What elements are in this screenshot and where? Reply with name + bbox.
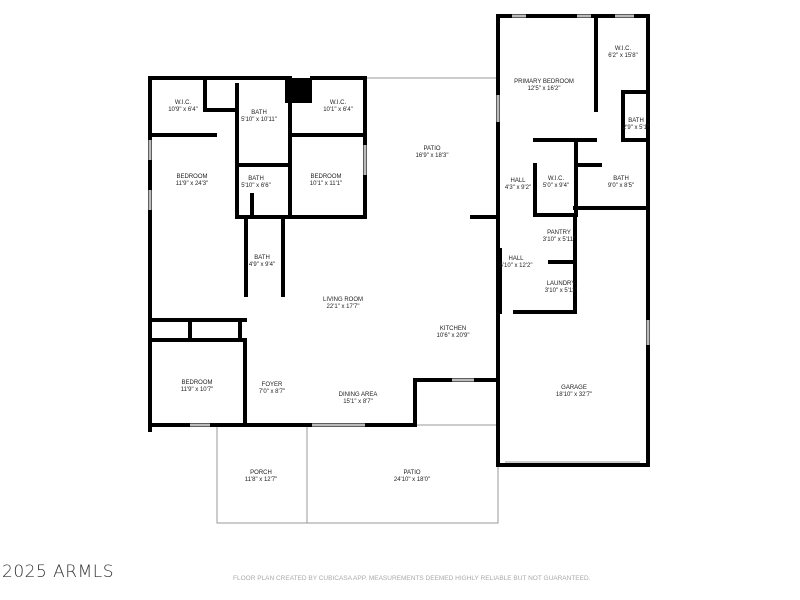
room-dim: 5'0" x 9'4": [543, 183, 569, 189]
room-dim: 9'0" x 8'5": [608, 183, 634, 189]
room-dim: 11'8" x 12'7": [245, 477, 277, 483]
room-name: BATH: [613, 176, 629, 182]
room-dim: 2'9" x 5'1": [623, 125, 649, 131]
room-dim: 4'3" x 9'2": [505, 185, 531, 191]
room-name: BATH: [254, 255, 270, 261]
room-name: PATIO: [403, 470, 420, 476]
room-dim: 5'10" x 6'6": [241, 183, 271, 189]
windows: [148, 14, 650, 463]
room-label: W.I.C.10'9" x 6'4": [168, 100, 198, 113]
room-dim: 7'0" x 8'7": [259, 389, 285, 395]
room-dim: 4'9" x 9'4": [249, 262, 275, 268]
room-name: BATH: [251, 110, 267, 116]
room-name: KITCHEN: [440, 326, 466, 332]
room-dim: 16'9" x 18'3": [416, 153, 449, 159]
room-name: PORCH: [250, 470, 272, 476]
room-dim: 24'10" x 18'0": [394, 477, 430, 483]
room-dim: 11'9" x 10'7": [181, 387, 213, 393]
room-name: W.I.C.: [175, 100, 192, 106]
room-dim: 11'9" x 24'3": [176, 181, 208, 187]
room-label: W.I.C.5'0" x 9'4": [543, 176, 569, 189]
watermark-logo: 2025 ARMLS: [2, 562, 115, 582]
room-name: W.I.C.: [615, 46, 632, 52]
room-dim: 12'5" x 16'2": [528, 86, 561, 92]
room-name: HALL: [508, 256, 524, 262]
room-dim: 10'1" x 6'4": [323, 107, 353, 113]
room-name: GARAGE: [561, 385, 587, 391]
room-name: PATIO: [423, 146, 440, 152]
room-name: PRIMARY BEDROOM: [514, 79, 574, 85]
disclaimer-text: FLOOR PLAN CREATED BY CUBICASA APP. MEAS…: [233, 575, 591, 582]
room-dim: 22'1" x 17'7": [327, 304, 360, 310]
room-name: LIVING ROOM: [323, 297, 363, 303]
room-dim: 6'2" x 15'8": [608, 53, 638, 59]
room-dim: 15'1" x 8'7": [343, 399, 373, 405]
room-name: BEDROOM: [181, 380, 212, 386]
room-name: DINING AREA: [339, 392, 378, 398]
room-name: W.I.C.: [330, 100, 347, 106]
room-label: W.I.C.6'2" x 15'8": [608, 46, 638, 59]
room-dim: 10'1" x 11'1": [310, 181, 342, 187]
room-name: BEDROOM: [310, 174, 341, 180]
room-name: BATH: [248, 176, 264, 182]
room-dim: 5'10" x 10'11": [241, 117, 277, 123]
room-name: FOYER: [262, 382, 283, 388]
room-name: BATH: [628, 118, 644, 124]
room-name: PANTRY: [547, 230, 571, 236]
room-name: BEDROOM: [176, 174, 207, 180]
room-dim: 18'10" x 32'7": [556, 392, 592, 398]
room-label: W.I.C.10'1" x 6'4": [323, 100, 353, 113]
room-dim: 5'10" x 12'2": [500, 263, 533, 269]
room-dim: 3'10" x 5'11": [545, 288, 577, 294]
room-name: HALL: [510, 178, 526, 184]
room-dim: 10'6" x 20'9": [437, 333, 470, 339]
room-dim: 3'10" x 5'11": [543, 237, 575, 243]
room-dim: 10'9" x 6'4": [168, 107, 198, 113]
room-name: W.I.C.: [548, 176, 565, 182]
room-name: LAUNDRY: [547, 281, 576, 287]
